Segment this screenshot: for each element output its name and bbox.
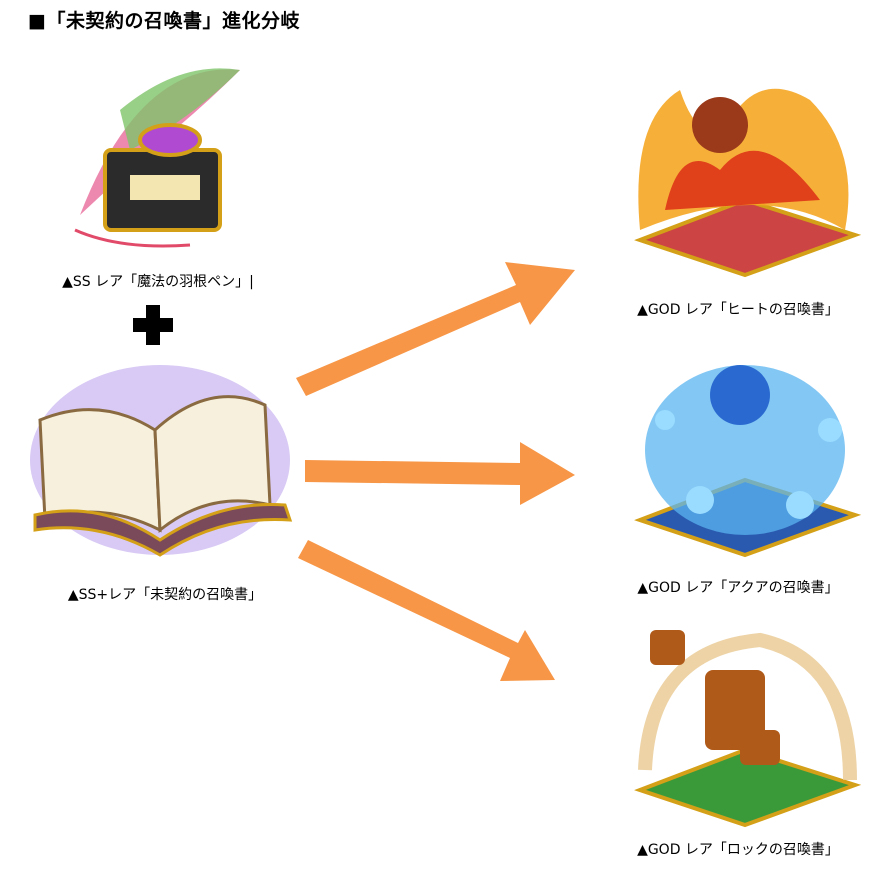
aqua-summoning-book-image bbox=[634, 365, 862, 558]
heat-summoning-book-image bbox=[634, 88, 862, 278]
arrow-to-aqua bbox=[305, 442, 575, 505]
book-caption: ▲SS+レア「未契約の召喚書」 bbox=[67, 587, 263, 603]
arrow-to-heat bbox=[296, 262, 575, 396]
pen-caption: ▲SS レア「魔法の羽根ペン」| bbox=[62, 274, 254, 290]
unsigned-summoning-book-image bbox=[30, 365, 293, 557]
quill-pen-inkpot-image bbox=[74, 68, 240, 248]
aqua-caption: ▲GOD レア「アクアの召喚書」 bbox=[637, 580, 839, 596]
page-title: ■「未契約の召喚書」進化分岐 bbox=[28, 10, 300, 32]
arrow-to-rock bbox=[298, 540, 555, 681]
heat-caption: ▲GOD レア「ヒートの召喚書」 bbox=[637, 302, 839, 318]
rock-summoning-book-image bbox=[634, 630, 862, 828]
rock-caption: ▲GOD レア「ロックの召喚書」 bbox=[637, 842, 839, 858]
plus-icon bbox=[133, 305, 173, 345]
